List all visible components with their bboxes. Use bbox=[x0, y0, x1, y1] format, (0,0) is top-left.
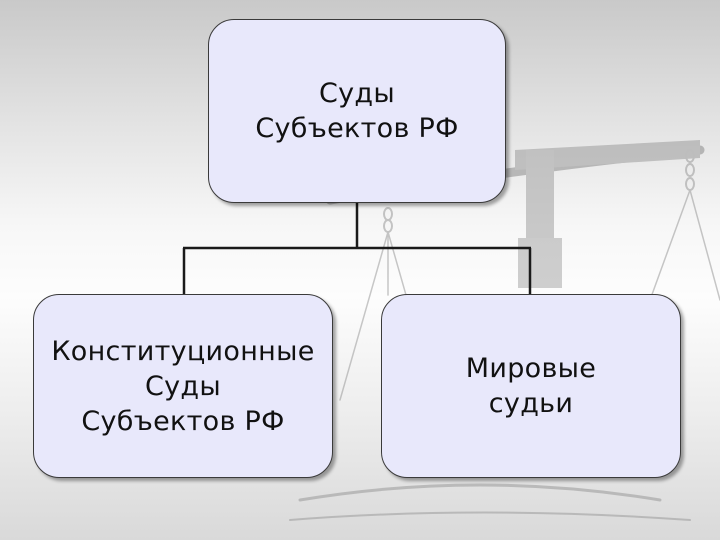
node-label: Конституционные Суды Субъектов РФ bbox=[51, 335, 315, 437]
node-constitutional-courts: Конституционные Суды Субъектов РФ bbox=[33, 294, 333, 478]
node-label: Мировые судьи bbox=[465, 353, 597, 419]
node-courts-of-subjects: Суды Субъектов РФ bbox=[208, 19, 506, 203]
node-label: Суды Субъектов РФ bbox=[255, 78, 459, 144]
node-justices-of-peace: Мировые судьи bbox=[381, 294, 681, 478]
